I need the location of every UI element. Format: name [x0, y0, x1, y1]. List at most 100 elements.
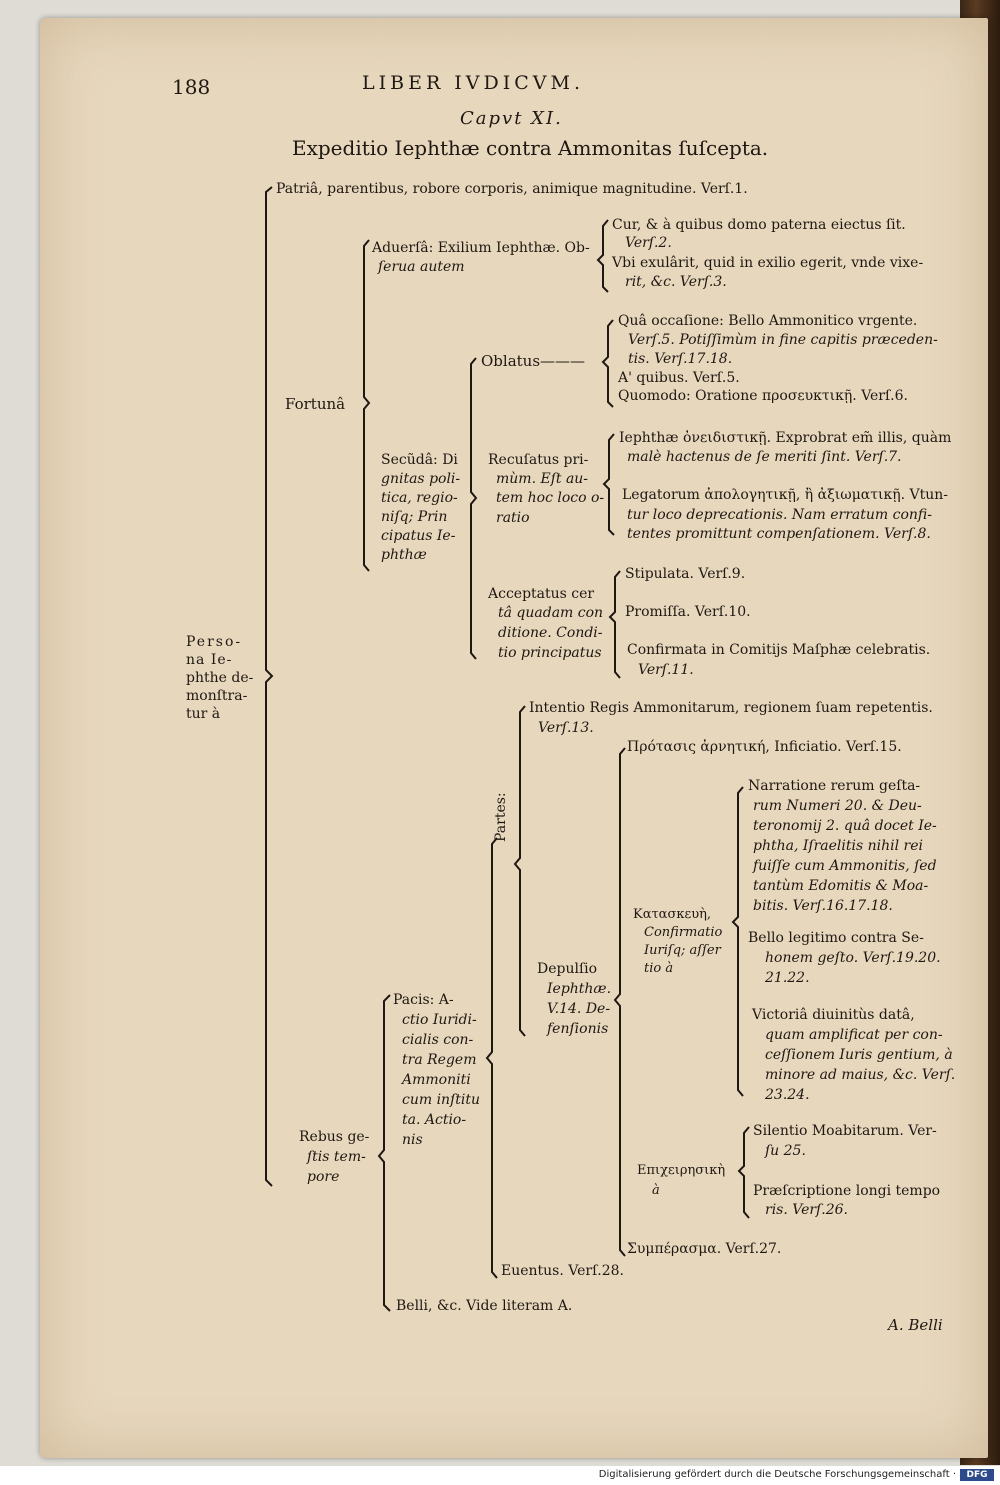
branch-secunda-line: niſq; Prin [381, 509, 448, 525]
branch-depulsio-line: Depulſio [537, 961, 598, 977]
branch-recusatus-line: Recuſatus pri- [488, 452, 589, 468]
branch-pacis-line: nis [402, 1132, 423, 1148]
branch-partes: Partes: [493, 792, 509, 842]
branch-acceptatus-line: Acceptatus cer [488, 586, 595, 602]
branch-secunda-line: cipatus Ie- [381, 528, 456, 544]
root-label-line: Perso- [186, 634, 243, 650]
leaf-vbi-line: Vbi exulârit, quid in exilio egerit, vnd… [612, 255, 924, 271]
bracket-pacis [485, 837, 498, 1279]
branch-epicheiresis-line: à [652, 1183, 660, 1198]
branch-acceptatus-line: ditione. Condi- [498, 625, 603, 641]
page-number: 188 [172, 75, 211, 99]
leaf-qua-line: Verſ.5. Potiſſimùm in fine capitis præce… [628, 332, 938, 348]
branch-rebus-line: pore [307, 1169, 340, 1185]
branch-pacis-line: ctio Iuridi- [402, 1012, 477, 1028]
branch-acceptatus-line: tâ quadam con [498, 605, 604, 621]
chapter-heading: Capvt XI. [460, 108, 563, 129]
branch-acceptatus-line: tio principatus [498, 645, 602, 661]
footer-bar: Digitalisierung gefördert durch die Deut… [0, 1466, 1000, 1485]
leaf-narratione-line: teronomij 2. quâ docet Ie- [753, 818, 937, 834]
branch-secunda-line: Secũdâ: Di [381, 452, 458, 468]
leaf-qua-line: Quâ occaſione: Bello Ammonitico vrgente. [618, 313, 918, 329]
branch-pacis-line: Pacis: A- [393, 992, 454, 1008]
branch-fortuna: Fortunâ [285, 395, 346, 413]
branch-depulsio-line: V.14. De- [547, 1001, 611, 1017]
branch-pacis-line: Ammoniti [402, 1072, 471, 1088]
leaf-confirmata-line: Confirmata in Comitijs Maſphæ celebratis… [627, 642, 931, 658]
branch-recusatus-line: mùm. Eſt au- [496, 471, 589, 487]
leaf-stipulata: Stipulata. Verſ.9. [625, 566, 746, 582]
branch-kataskeue-line: Confirmatio [644, 925, 723, 940]
bracket-acceptatus [608, 570, 621, 679]
branch-kataskeue-line: Iuriſq; aſſer [644, 943, 721, 958]
footer-credit: Digitalisierung gefördert durch die Deut… [598, 1469, 956, 1480]
branch-pacis-line: cum inſtitu [402, 1092, 481, 1108]
leaf-legatorum-line: Legatorum ἀπολογητικῇ, ἢ ἀξιωματικῇ. Vtu… [622, 487, 949, 503]
bracket-kataskeue [731, 786, 744, 1097]
leaf-narratione-line: fuiſſe cum Ammonitis, ſed [753, 858, 937, 874]
branch-recusatus-line: tem hoc loco o- [496, 490, 605, 506]
leaf-praescriptione-line: ris. Verſ.26. [765, 1202, 848, 1218]
bracket-partes [513, 705, 526, 1037]
branch-rebus-line: ſtis tem- [307, 1149, 366, 1165]
book-page [40, 18, 988, 1458]
leaf-victoria-line: ceſſionem Iuris gentium, à [765, 1047, 953, 1063]
catchword: A. Belli [888, 1316, 943, 1334]
bracket-rebus [377, 994, 391, 1312]
bracket-secunda [470, 357, 478, 660]
bracket-oblatus [601, 319, 614, 408]
branch-pacis-line: ta. Actio- [402, 1112, 467, 1128]
leaf-iephthae-line: malè hactenus de ſe meriti ſint. Verſ.7. [627, 449, 902, 465]
leaf-silentio-line: ſu 25. [765, 1143, 806, 1159]
bracket-epicheiresis [737, 1126, 750, 1219]
root-label-line: phthe de- [186, 670, 254, 686]
leaf-euentus: Euentus. Verſ.28. [501, 1263, 624, 1279]
leaf-bello-line: 21.22. [765, 970, 810, 986]
leaf-bello-line: Bello legitimo contra Se- [748, 930, 924, 946]
leaf-legatorum-line: tur loco deprecationis. Nam erratum conf… [627, 507, 932, 523]
leaf-qua-line: tis. Verſ.17.18. [628, 351, 733, 367]
branch-depulsio-line: Iephthæ. [547, 981, 612, 997]
leaf-quomodo: Quomodo: Oratione προσευκτικῇ. Verſ.6. [618, 388, 908, 404]
branch-oblatus: Oblatus——— [481, 352, 586, 370]
leaf-victoria-line: 23.24. [765, 1087, 810, 1103]
bracket-aduersa [596, 219, 609, 293]
branch-epicheiresis-line: Επιχειρησικὴ [637, 1163, 726, 1178]
leaf-victoria-line: quam amplificat per con- [765, 1027, 943, 1043]
branch-pacis-line: tra Regem [402, 1052, 477, 1068]
leaf-bello-line: honem geſto. Verſ.19.20. [765, 950, 941, 966]
dfg-logo-icon: DFG [960, 1469, 994, 1481]
leaf-narratione-line: phtha, Iſraelitis nihil rei [753, 838, 923, 854]
leaf-intentio-line: Intentio Regis Ammonitarum, regionem ſua… [529, 700, 933, 716]
leaf-promissa: Promiſſa. Verſ.10. [625, 604, 751, 620]
branch-aduersa-line: ſerua autem [378, 259, 465, 275]
leaf-legatorum-line: tentes promittunt compenſationem. Verſ.8… [627, 526, 931, 542]
branch-kataskeue-line: tio à [644, 961, 674, 976]
leaf-protasis: Πρότασις ἀρνητική, Inficiatio. Verſ.15. [627, 739, 902, 755]
branch-pacis-line: cialis con- [402, 1032, 474, 1048]
branch-secunda-line: gnitas poli- [381, 471, 461, 487]
leaf-cur-line: Cur, & à quibus domo paterna eiectus ſit… [612, 217, 906, 233]
leaf-cur-line: Verſ.2. [625, 235, 672, 251]
leaf-belli: Belli, &c. Vide literam A. [396, 1298, 573, 1314]
branch-aduersa-line: Aduerſâ: Exilium Iephthæ. Ob- [372, 240, 590, 256]
running-title: LIBER IVDICVM. [362, 72, 585, 94]
branch-patria: Patriâ, parentibus, robore corporis, ani… [276, 181, 748, 197]
leaf-symperasma: Συμπέρασμα. Verſ.27. [627, 1241, 782, 1257]
leaf-narratione-line: tantùm Edomitis & Moa- [753, 878, 929, 894]
leaf-narratione-line: Narratione rerum geſta- [748, 778, 921, 794]
leaf-iephthae-line: Iephthæ ὀνειδιστικῇ. Exprobrat em̃ illis… [619, 430, 952, 446]
page-title: Expeditio Iephthæ contra Ammonitas ſuſce… [292, 136, 769, 160]
root-label-line: tur à [186, 706, 221, 722]
branch-recusatus-line: ratio [496, 510, 530, 526]
leaf-confirmata-line: Verſ.11. [638, 662, 694, 678]
branch-rebus-line: Rebus ge- [299, 1129, 370, 1145]
bracket-fortuna [363, 239, 371, 572]
leaf-narratione-line: rum Numeri 20. & Deu- [753, 798, 922, 814]
leaf-victoria-line: Victoriâ diuinitùs datâ, [752, 1007, 915, 1023]
leaf-praescriptione-line: Præſcriptione longi tempo [753, 1183, 941, 1199]
leaf-intentio-line: Verſ.13. [538, 720, 594, 736]
bracket-depulsio [613, 747, 626, 1257]
leaf-silentio-line: Silentio Moabitarum. Ver- [753, 1123, 937, 1139]
